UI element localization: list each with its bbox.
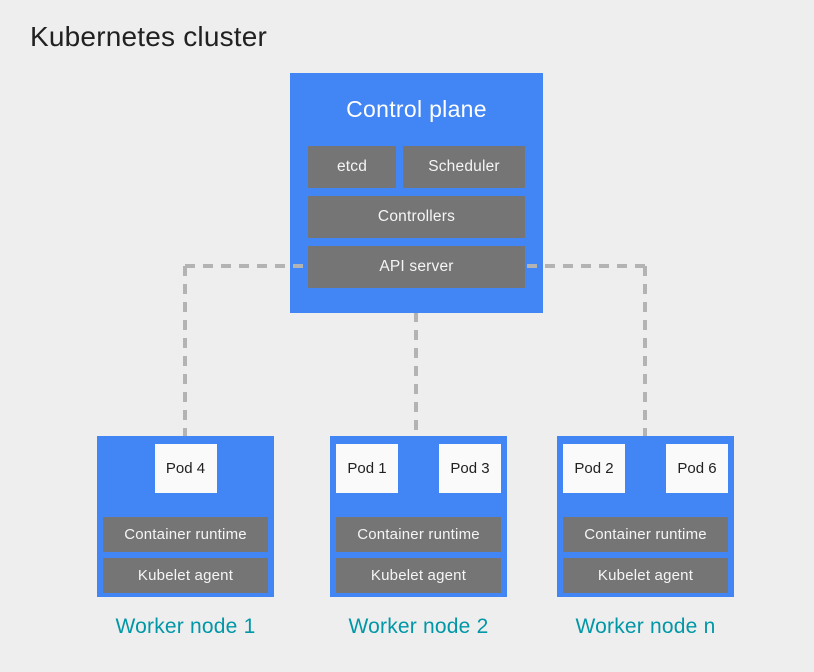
worker-node-2-box: Pod 1 Pod 3 Container runtime Kubelet ag… (330, 436, 507, 597)
worker-node-n-label: Worker node n (575, 615, 716, 638)
worker-node-n-pods-row: Pod 2 Pod 6 (563, 444, 728, 493)
connector-vertical-left (183, 266, 187, 436)
diagram-title: Kubernetes cluster (30, 21, 268, 52)
controllers-box: Controllers (308, 196, 525, 238)
worker-node-2-label: Worker node 2 (348, 615, 489, 638)
worker-node-n-box: Pod 2 Pod 6 Container runtime Kubelet ag… (557, 436, 734, 597)
worker-node-1-pods-row: Pod 4 (103, 444, 268, 493)
control-plane-box: Control plane etcd Scheduler Controllers… (290, 73, 543, 313)
worker-node-1-box: Pod 4 Container runtime Kubelet agent (97, 436, 274, 597)
pod-box: Pod 1 (336, 444, 398, 493)
kubelet-agent-box: Kubelet agent (336, 558, 501, 593)
pod-box: Pod 3 (439, 444, 501, 493)
scheduler-box: Scheduler (403, 146, 525, 188)
control-plane-row-1: etcd Scheduler (308, 146, 525, 188)
connector-vertical-center (414, 312, 418, 436)
control-plane-row-3: API server (308, 246, 525, 288)
kubelet-agent-box: Kubelet agent (103, 558, 268, 593)
pod-box: Pod 2 (563, 444, 625, 493)
worker-node-1-label: Worker node 1 (115, 615, 256, 638)
control-plane-title: Control plane (346, 96, 487, 122)
pod-box: Pod 4 (154, 444, 217, 493)
kubelet-agent-box: Kubelet agent (563, 558, 728, 593)
api-server-box: API server (308, 246, 525, 288)
container-runtime-box: Container runtime (103, 517, 268, 552)
container-runtime-box: Container runtime (336, 517, 501, 552)
pod-box: Pod 6 (666, 444, 728, 493)
control-plane-row-2: Controllers (308, 196, 525, 238)
connector-vertical-right (643, 266, 647, 436)
etcd-box: etcd (308, 146, 396, 188)
container-runtime-box: Container runtime (563, 517, 728, 552)
worker-node-2-pods-row: Pod 1 Pod 3 (336, 444, 501, 493)
